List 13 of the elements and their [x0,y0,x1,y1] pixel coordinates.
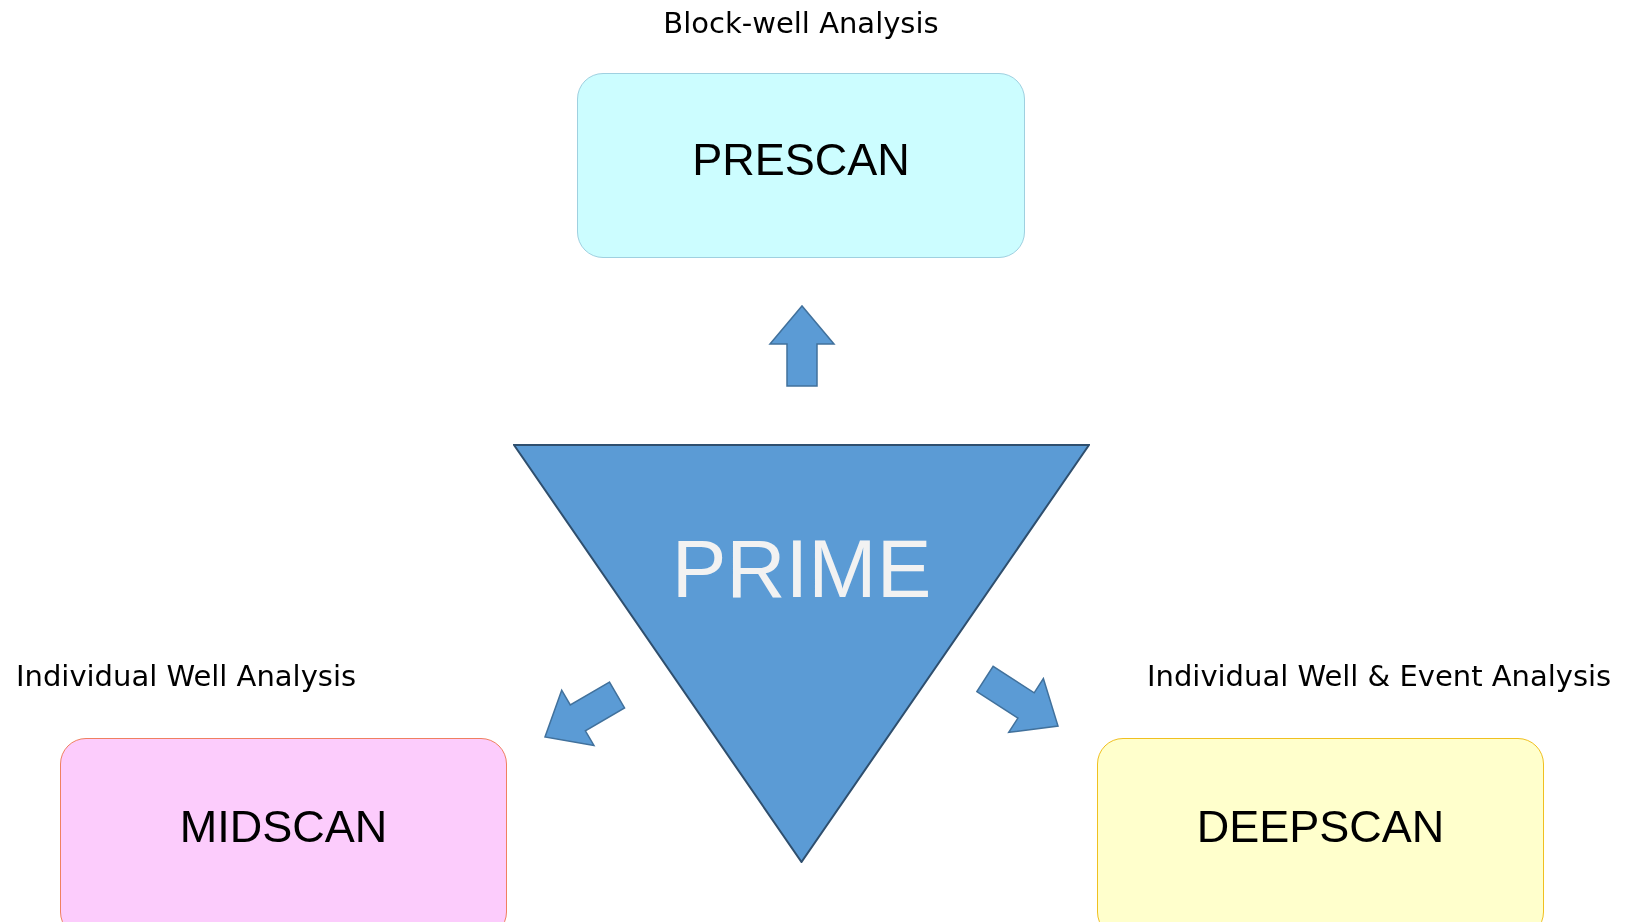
node-label: DEEPSCAN [1195,801,1446,853]
heading: Block-well Analysis [663,6,939,40]
process-box [577,73,1025,258]
block-arrow [544,681,626,747]
node-label: PRESCAN [691,134,911,186]
process-box [1097,738,1544,922]
heading: Individual Well & Event Analysis [1147,659,1612,693]
node-label: PRIME [670,522,933,616]
node-label: MIDSCAN [178,801,389,853]
block-arrow [975,665,1059,734]
process-box [60,738,507,922]
block-arrow [768,304,836,387]
heading: Individual Well Analysis [16,659,357,693]
